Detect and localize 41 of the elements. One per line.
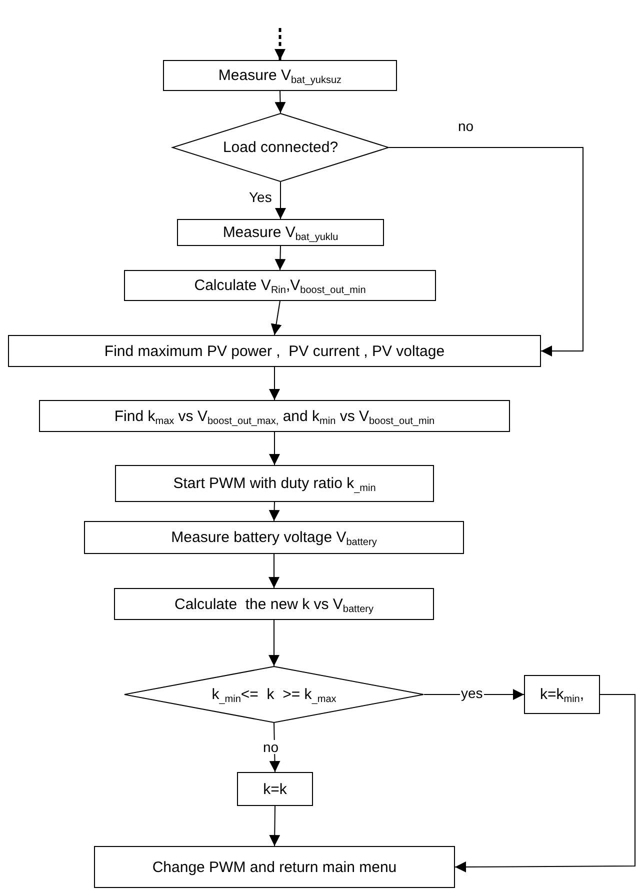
step-text: k=k$_{min}$,	[540, 687, 584, 702]
arrow	[270, 300, 282, 336]
step-text: Calculate V$_{Rin}$,V$_{boost_out_min}$	[194, 278, 366, 293]
step-text: Measure battery voltage V$_{battery}$	[171, 530, 377, 545]
arrow	[274, 28, 286, 60]
edge-label: no	[262, 740, 280, 754]
process-box	[124, 270, 436, 301]
process-box	[84, 521, 464, 554]
process-box	[39, 400, 510, 432]
arrow	[269, 432, 280, 466]
arrow	[274, 246, 286, 270]
arrow	[268, 554, 280, 588]
process-box	[163, 60, 397, 91]
process-box	[94, 846, 455, 888]
arrow	[269, 722, 280, 772]
process-box	[524, 675, 600, 714]
step-text: Find k$_{max}$ vs V$_{boost_out_max,}$ and k$_{min}$ vs V$_{boost_out_min}$	[114, 408, 435, 424]
step-text: Measure V$_{bat_yuklu}$	[222, 225, 338, 240]
process-box	[237, 772, 313, 806]
arrow	[269, 806, 280, 846]
arrow	[268, 620, 280, 666]
step-text: Find maximum PV power , PV current , PV voltage	[104, 344, 445, 358]
process-box	[8, 335, 541, 367]
step-text: Change PWM and return main menu	[152, 860, 397, 874]
arrow	[274, 90, 286, 114]
arrow	[268, 502, 280, 522]
arrow	[269, 366, 280, 400]
process-box	[114, 588, 434, 620]
decision-text: k$_{_min}$<= k >= k$_{_max}$	[212, 687, 336, 702]
edge-label: Yes	[248, 190, 273, 204]
arrow	[388, 147, 584, 356]
arrow	[454, 694, 636, 872]
process-box	[115, 465, 434, 502]
decision-diamond	[124, 666, 424, 723]
decision-text: Load connected?	[222, 140, 338, 155]
decision-diamond	[172, 113, 389, 182]
process-box	[177, 219, 384, 246]
step-text: Start PWM with duty ratio k$_{_min}$	[173, 476, 376, 491]
step-text: k=k	[263, 782, 287, 796]
step-text: Measure V$_{bat_yuksuz}$	[218, 68, 342, 83]
arrow	[275, 182, 286, 220]
